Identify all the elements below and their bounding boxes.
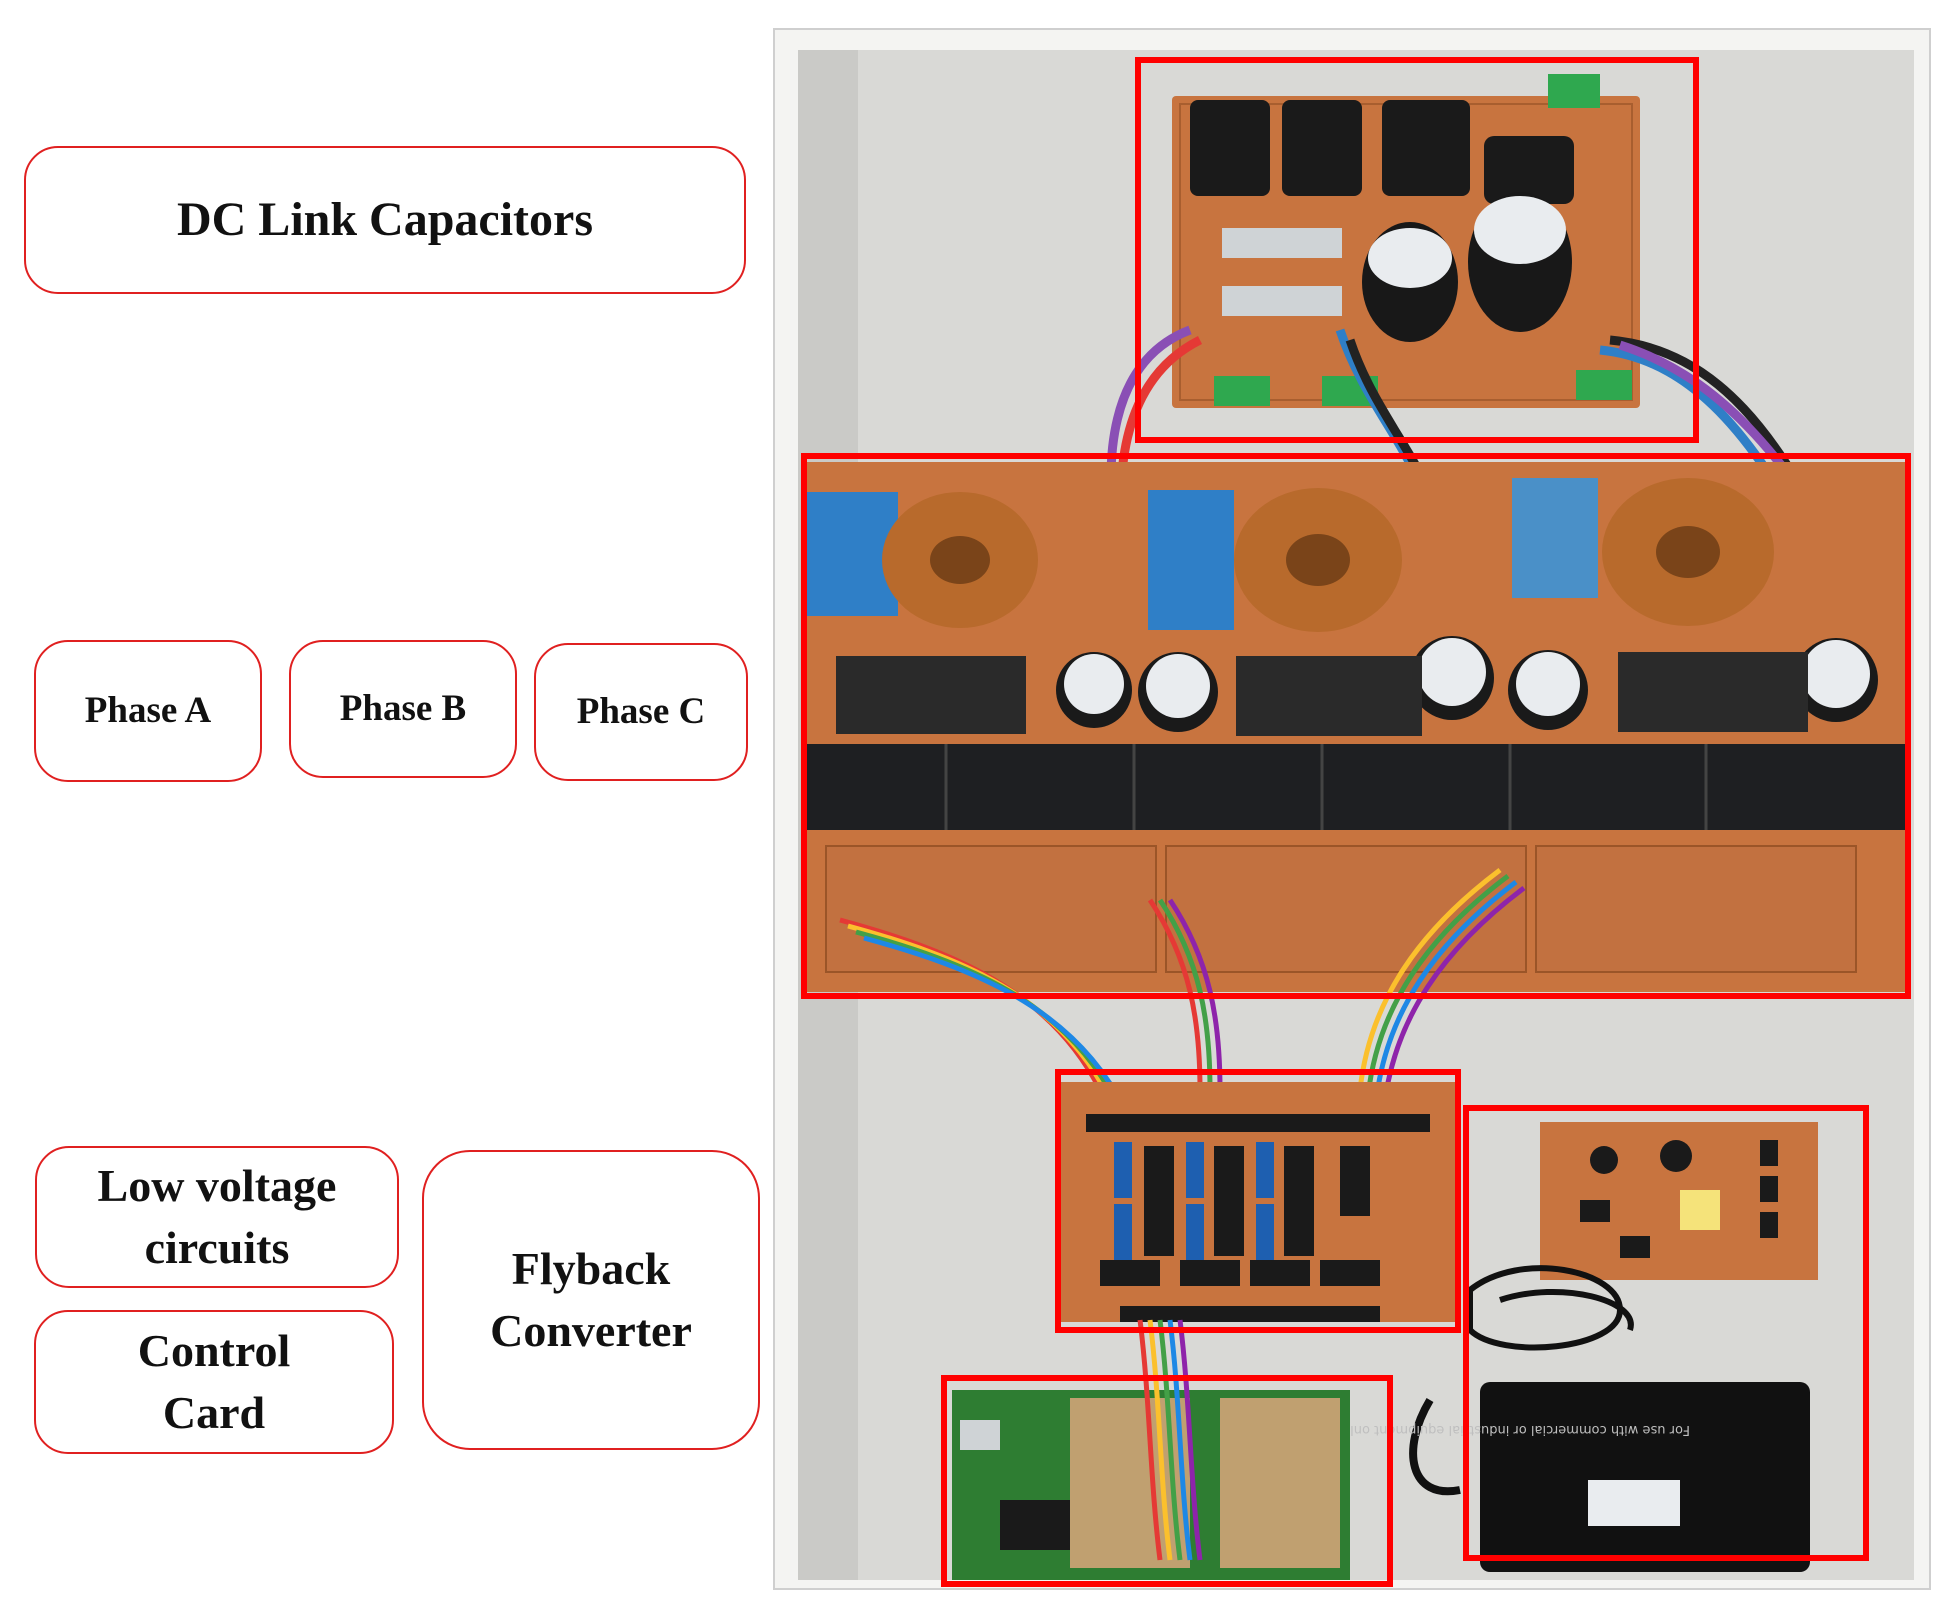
highlight-flyback — [1463, 1105, 1869, 1561]
relay-2 — [1282, 100, 1362, 196]
fan-b — [1236, 656, 1422, 736]
power-adapter: For use with commercial or industrial eq… — [1342, 1265, 1810, 1572]
phase-modules — [802, 462, 1908, 992]
fuse-1 — [1222, 228, 1342, 258]
control-ribbon — [1137, 1319, 1203, 1561]
highlight-control-card — [941, 1375, 1393, 1587]
flyback-transformer — [1680, 1190, 1720, 1230]
current-sensor — [1484, 136, 1574, 204]
dc-link-pcb — [1172, 74, 1640, 408]
highlight-boxes — [801, 57, 1911, 1587]
driver-board-b — [1165, 845, 1527, 973]
fuse-2 — [1222, 286, 1342, 316]
control-card-text: Control Card — [137, 1324, 291, 1438]
film-cap-c — [1512, 478, 1598, 598]
highlight-phases — [801, 453, 1911, 999]
heatsink-bar — [802, 744, 1908, 830]
flyback-pcb — [1540, 1122, 1818, 1280]
adapter-text: For use with commercial or industrial eq… — [1342, 1422, 1690, 1437]
low-voltage-circuits-label: Low voltage circuits — [35, 1146, 399, 1288]
ribbon-cables — [839, 868, 1526, 1110]
terminal-block — [1548, 74, 1600, 108]
flyback-converter-text: Flyback Converter — [490, 1242, 692, 1356]
fan-c — [1618, 652, 1808, 732]
highlight-low-voltage — [1055, 1069, 1461, 1333]
control-card-label: Control Card — [34, 1310, 394, 1454]
relay-3 — [1382, 100, 1470, 196]
phase-c-text: Phase C — [576, 691, 706, 733]
flyback-converter-label: Flyback Converter — [422, 1150, 760, 1450]
phase-c-label: Phase C — [534, 643, 748, 781]
phase-a-text: Phase A — [84, 690, 212, 732]
highlight-dc-link — [1135, 57, 1699, 443]
driver-board-a — [825, 845, 1157, 973]
fan-a — [836, 656, 1026, 734]
phase-a-label: Phase A — [34, 640, 262, 782]
relay-1 — [1190, 100, 1270, 196]
film-cap-b — [1148, 490, 1234, 630]
phase-b-label: Phase B — [289, 640, 517, 778]
phase-b-text: Phase B — [339, 688, 467, 730]
dc-link-capacitors-text: DC Link Capacitors — [176, 192, 594, 246]
adapter-sticker — [1588, 1480, 1680, 1526]
low-voltage-pcb — [1060, 1082, 1456, 1322]
dc-link-capacitors-label: DC Link Capacitors — [24, 146, 746, 294]
driver-board-c — [1535, 845, 1857, 973]
low-voltage-circuits-text: Low voltage circuits — [97, 1159, 337, 1273]
